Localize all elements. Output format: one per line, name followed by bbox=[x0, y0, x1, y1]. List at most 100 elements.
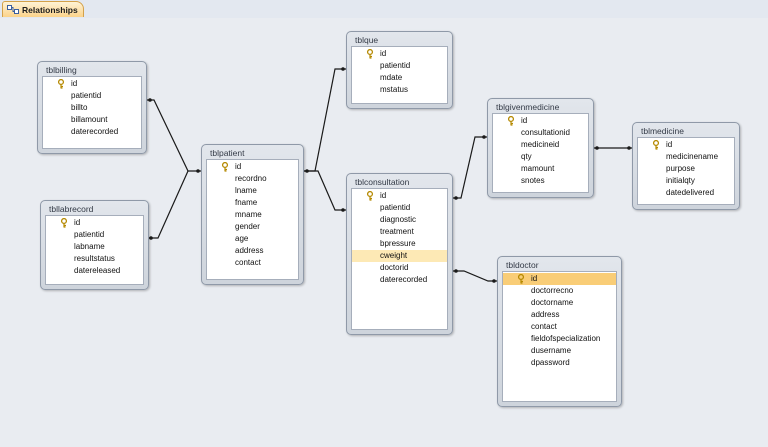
field-name: purpose bbox=[666, 164, 695, 173]
field-row[interactable]: id bbox=[493, 115, 588, 127]
field-name: id bbox=[666, 140, 673, 149]
field-row[interactable]: age bbox=[207, 233, 298, 245]
field-name: datedelivered bbox=[666, 188, 715, 197]
field-name: datereleased bbox=[74, 266, 121, 275]
field-name: patientid bbox=[380, 61, 411, 70]
table-title: tblpatient bbox=[210, 148, 245, 158]
table-tblgivenmedicine[interactable]: tblgivenmedicine id consultationid medic… bbox=[487, 98, 594, 198]
table-title: tblgivenmedicine bbox=[496, 102, 560, 112]
field-row[interactable]: mstatus bbox=[352, 84, 447, 96]
field-name: doctorname bbox=[531, 298, 574, 307]
table-title: tblconsultation bbox=[355, 177, 410, 187]
field-list[interactable]: id patientid billto billamount daterecor… bbox=[42, 76, 142, 149]
field-name: fname bbox=[235, 198, 258, 207]
field-list[interactable]: id patientid labname resultstatus datere… bbox=[45, 215, 144, 285]
field-name: initialqty bbox=[666, 176, 695, 185]
field-row[interactable]: medicineid bbox=[493, 139, 588, 151]
field-row[interactable]: mname bbox=[207, 209, 298, 221]
field-list[interactable]: id consultationid medicineid qty mamount… bbox=[492, 113, 589, 193]
field-row[interactable]: daterecorded bbox=[43, 126, 141, 138]
table-tbldoctor[interactable]: tbldoctor id doctorrecno doctorname addr… bbox=[497, 256, 622, 407]
field-row[interactable]: datereleased bbox=[46, 265, 143, 277]
field-row[interactable]: patientid bbox=[352, 202, 447, 214]
field-row[interactable]: doctorid bbox=[352, 262, 447, 274]
field-row[interactable]: id bbox=[43, 78, 141, 90]
field-row[interactable]: fname bbox=[207, 197, 298, 209]
field-row-selected[interactable]: id bbox=[503, 273, 616, 285]
field-row[interactable]: bpressure bbox=[352, 238, 447, 250]
field-name: billto bbox=[71, 103, 88, 112]
field-row-selected[interactable]: cweight bbox=[352, 250, 447, 262]
field-list[interactable]: id patientid mdate mstatus bbox=[351, 46, 448, 104]
field-name: doctorid bbox=[380, 263, 409, 272]
field-row[interactable]: billto bbox=[43, 102, 141, 114]
field-row[interactable]: resultstatus bbox=[46, 253, 143, 265]
field-row[interactable]: dpassword bbox=[503, 357, 616, 369]
field-name: address bbox=[531, 310, 560, 319]
rel-billing-patient bbox=[147, 99, 201, 172]
field-list[interactable]: id patientid diagnostic treatment bpress… bbox=[351, 188, 448, 330]
field-row[interactable]: address bbox=[207, 245, 298, 257]
rel-consultation-givenmedicine bbox=[453, 136, 487, 199]
table-title: tbldoctor bbox=[506, 260, 539, 270]
table-tblque[interactable]: tblque id patientid mdate mstatus bbox=[346, 31, 453, 109]
field-name: id bbox=[521, 116, 528, 125]
field-row[interactable]: medicinename bbox=[638, 151, 734, 163]
field-row[interactable]: id bbox=[352, 190, 447, 202]
field-name: id bbox=[380, 49, 387, 58]
field-row[interactable]: snotes bbox=[493, 175, 588, 187]
field-row[interactable]: datedelivered bbox=[638, 187, 734, 199]
field-row[interactable]: mdate bbox=[352, 72, 447, 84]
field-name: patientid bbox=[74, 230, 105, 239]
field-name: patientid bbox=[71, 91, 102, 100]
table-tbllabrecord[interactable]: tbllabrecord id patientid labname result… bbox=[40, 200, 149, 290]
field-row[interactable]: billamount bbox=[43, 114, 141, 126]
field-row[interactable]: lname bbox=[207, 185, 298, 197]
field-list[interactable]: id doctorrecno doctorname address contac… bbox=[502, 271, 617, 402]
field-name: daterecorded bbox=[380, 275, 428, 284]
field-row[interactable]: treatment bbox=[352, 226, 447, 238]
field-row[interactable]: doctorrecno bbox=[503, 285, 616, 297]
field-row[interactable]: dusername bbox=[503, 345, 616, 357]
field-row[interactable]: id bbox=[352, 48, 447, 60]
field-name: age bbox=[235, 234, 249, 243]
field-row[interactable]: gender bbox=[207, 221, 298, 233]
field-row[interactable]: doctorname bbox=[503, 297, 616, 309]
field-name: recordno bbox=[235, 174, 267, 183]
field-row[interactable]: address bbox=[503, 309, 616, 321]
field-row[interactable]: mamount bbox=[493, 163, 588, 175]
field-row[interactable]: patientid bbox=[43, 90, 141, 102]
field-list[interactable]: id recordno lname fname mname gender age… bbox=[206, 159, 299, 280]
tab-relationships[interactable]: Relationships bbox=[2, 1, 84, 17]
table-tblpatient[interactable]: tblpatient id recordno lname fname mname… bbox=[201, 144, 304, 285]
field-row[interactable]: consultationid bbox=[493, 127, 588, 139]
field-row[interactable]: labname bbox=[46, 241, 143, 253]
field-name: qty bbox=[521, 152, 532, 161]
field-row[interactable]: contact bbox=[207, 257, 298, 269]
field-row[interactable]: qty bbox=[493, 151, 588, 163]
table-tblmedicine[interactable]: tblmedicine id medicinename purpose init… bbox=[632, 122, 740, 210]
field-row[interactable]: id bbox=[207, 161, 298, 173]
field-row[interactable]: purpose bbox=[638, 163, 734, 175]
field-row[interactable]: daterecorded bbox=[352, 274, 447, 286]
field-row[interactable]: initialqty bbox=[638, 175, 734, 187]
field-name: labname bbox=[74, 242, 105, 251]
table-tblbilling[interactable]: tblbilling id patientid billto billamoun… bbox=[37, 61, 147, 154]
table-tblconsultation[interactable]: tblconsultation id patientid diagnostic … bbox=[346, 173, 453, 335]
primary-key-icon bbox=[60, 218, 68, 228]
field-name: daterecorded bbox=[71, 127, 119, 136]
field-name: cweight bbox=[380, 251, 408, 260]
field-row[interactable]: recordno bbox=[207, 173, 298, 185]
field-list[interactable]: id medicinename purpose initialqty dated… bbox=[637, 137, 735, 205]
field-name: id bbox=[235, 162, 242, 171]
field-row[interactable]: id bbox=[46, 217, 143, 229]
field-row[interactable]: patientid bbox=[46, 229, 143, 241]
field-row[interactable]: patientid bbox=[352, 60, 447, 72]
field-row[interactable]: contact bbox=[503, 321, 616, 333]
field-row[interactable]: id bbox=[638, 139, 734, 151]
field-row[interactable]: diagnostic bbox=[352, 214, 447, 226]
rel-labrecord-patient bbox=[149, 170, 189, 239]
primary-key-icon bbox=[652, 140, 660, 150]
field-row[interactable]: fieldofspecialization bbox=[503, 333, 616, 345]
field-name: dusername bbox=[531, 346, 572, 355]
